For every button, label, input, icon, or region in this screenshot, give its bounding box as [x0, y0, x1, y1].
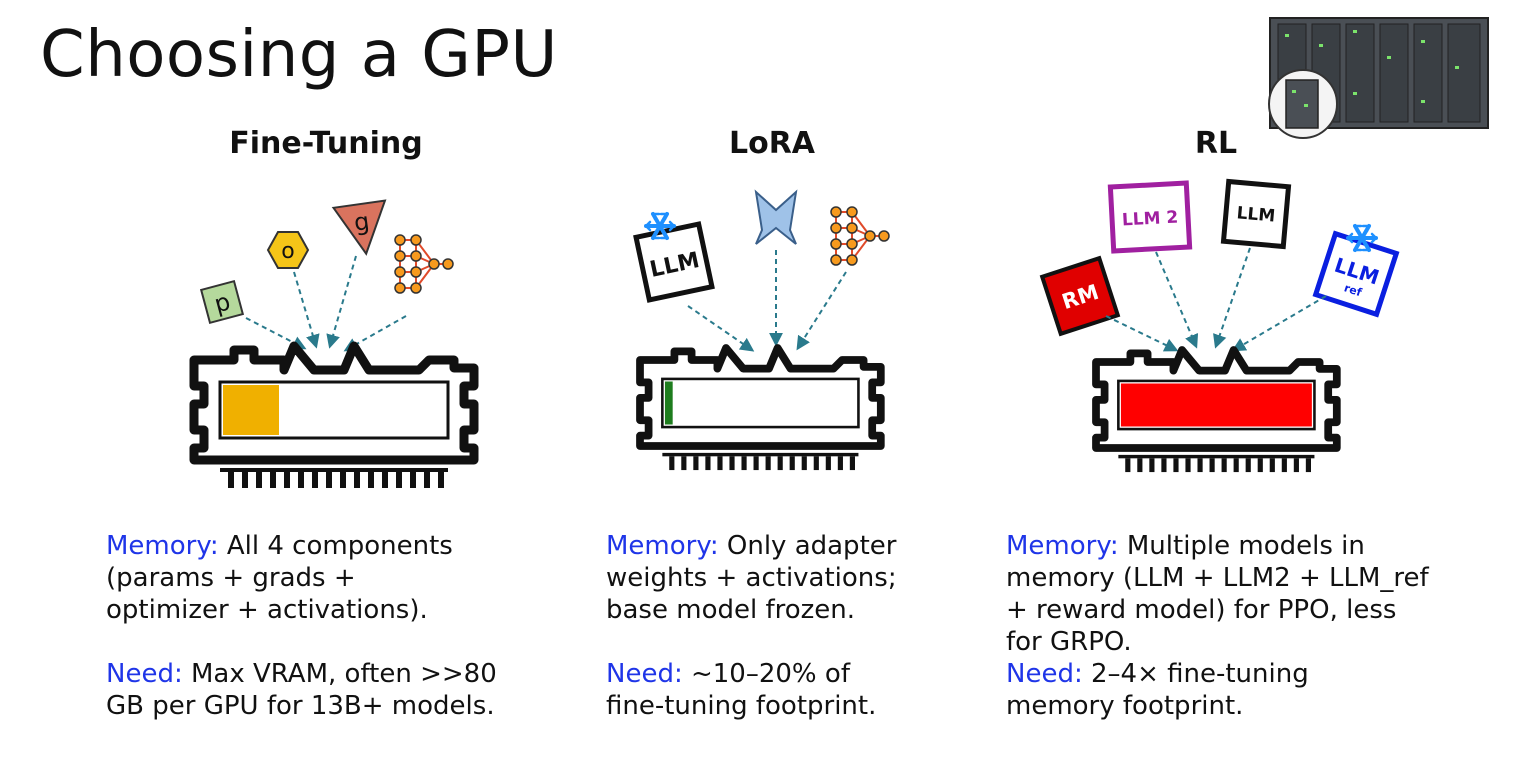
grads-letter: g [352, 207, 371, 237]
heading-fine-tuning: Fine-Tuning [229, 126, 423, 161]
llm2-label: LLM 2 [1121, 208, 1178, 231]
need-label: Need: [106, 659, 183, 689]
memory-usage-bar [664, 381, 673, 425]
memory-text: for GRPO. [1006, 627, 1132, 657]
memory-chip-rl [1096, 350, 1337, 472]
memory-usage-bar [1120, 383, 1312, 427]
memory-label: Memory: [1006, 531, 1119, 561]
need-text: Max VRAM, often >>80 [182, 659, 497, 689]
memory-text: optimizer + activations). [106, 595, 428, 625]
heading-rl: RL [1194, 126, 1238, 161]
ref-subscript: ref [1342, 281, 1363, 299]
fine-tuning-description: Memory: All 4 components (params + grads… [106, 530, 497, 722]
need-label: Need: [1006, 659, 1083, 689]
need-text: GB per GPU for 13B+ models. [106, 691, 495, 721]
memory-text: All 4 components [218, 531, 453, 561]
reward-model-card: RM [1039, 255, 1121, 337]
rl-arrows [1105, 247, 1327, 352]
need-text: ~10–20% of [682, 659, 850, 689]
memory-label: Memory: [606, 531, 719, 561]
adapter-icon [754, 189, 798, 245]
server-rack-icon [1268, 17, 1489, 139]
params-letter: p [211, 287, 233, 318]
fine-tuning-icons: p o g [199, 199, 454, 325]
fine-tuning-arrows [245, 255, 407, 352]
memory-text: (params + grads + [106, 563, 356, 593]
optimizer-icon: o [266, 231, 310, 269]
heading-lora: LoRA [728, 126, 816, 161]
need-label: Need: [606, 659, 683, 689]
memory-chip-lora [640, 348, 881, 470]
llm-label: LLM [1236, 203, 1276, 226]
memory-text: + reward model) for PPO, less [1006, 595, 1397, 625]
rl-icons: LLM 2 LLM RM LLM ref [1039, 178, 1400, 337]
memory-chip-fine-tuning [194, 346, 474, 488]
memory-label: Memory: [106, 531, 219, 561]
memory-usage-bar [223, 385, 279, 435]
neural-network-icon [394, 234, 454, 294]
lora-icons: LLM [633, 189, 890, 303]
memory-text: Only adapter [718, 531, 897, 561]
memory-text: weights + activations; [606, 563, 897, 593]
neural-network-icon [830, 206, 890, 266]
need-text: fine-tuning footprint. [606, 691, 877, 721]
llm2-card: LLM 2 [1107, 180, 1193, 254]
llm-card: LLM [1220, 178, 1292, 250]
params-icon: p [199, 279, 245, 325]
need-text: memory footprint. [1006, 691, 1244, 721]
rl-description: Memory: Multiple models in memory (LLM +… [1006, 530, 1429, 722]
lora-description: Memory: Only adapter weights + activatio… [606, 530, 897, 722]
memory-text: Multiple models in [1118, 531, 1365, 561]
memory-text: memory (LLM + LLM2 + LLM_ref [1006, 563, 1429, 593]
optimizer-letter: o [281, 239, 294, 264]
page-title: Choosing a GPU [40, 18, 558, 92]
memory-text: base model frozen. [606, 595, 856, 625]
grads-icon: g [331, 199, 387, 256]
reference-llm-card: LLM ref [1312, 230, 1400, 318]
frozen-llm-card: LLM [633, 221, 715, 303]
lora-arrows [687, 250, 847, 352]
need-text: 2–4× fine-tuning [1082, 659, 1309, 689]
